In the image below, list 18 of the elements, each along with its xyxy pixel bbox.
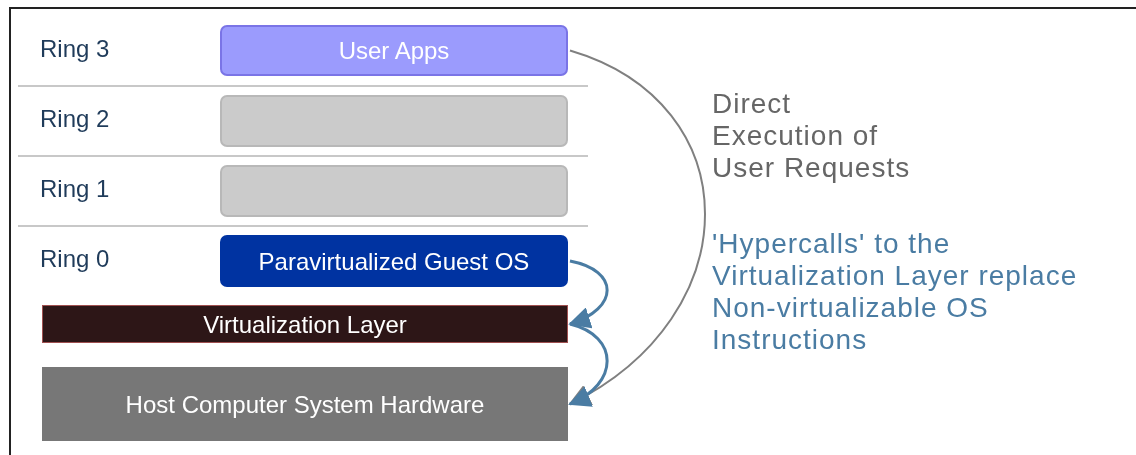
ring-label: Ring 0 [40, 245, 110, 273]
annotation-text: 'Hypercalls' to the Virtualization Layer replace Non-virtualizable OS Instructions [712, 228, 1079, 356]
arrow [568, 322, 609, 406]
layer-label: User Apps [338, 38, 450, 63]
layer-label: Host Computer System Hardware [125, 391, 485, 417]
layer-box [42, 305, 568, 343]
empty-box [220, 165, 568, 217]
layer-box [42, 367, 568, 441]
layer-box [220, 25, 568, 76]
ring-label: Ring 2 [40, 105, 110, 133]
annotation-text: Direct Execution of User Requests [712, 88, 912, 184]
empty-box [220, 95, 568, 147]
layer-box [220, 235, 568, 287]
ring-label: Ring 1 [40, 175, 110, 203]
arrow [568, 259, 609, 327]
layer-label: Paravirtualized Guest OS [258, 248, 530, 274]
ring-label: Ring 3 [40, 35, 110, 63]
layer-label: Virtualization Layer [203, 311, 407, 337]
